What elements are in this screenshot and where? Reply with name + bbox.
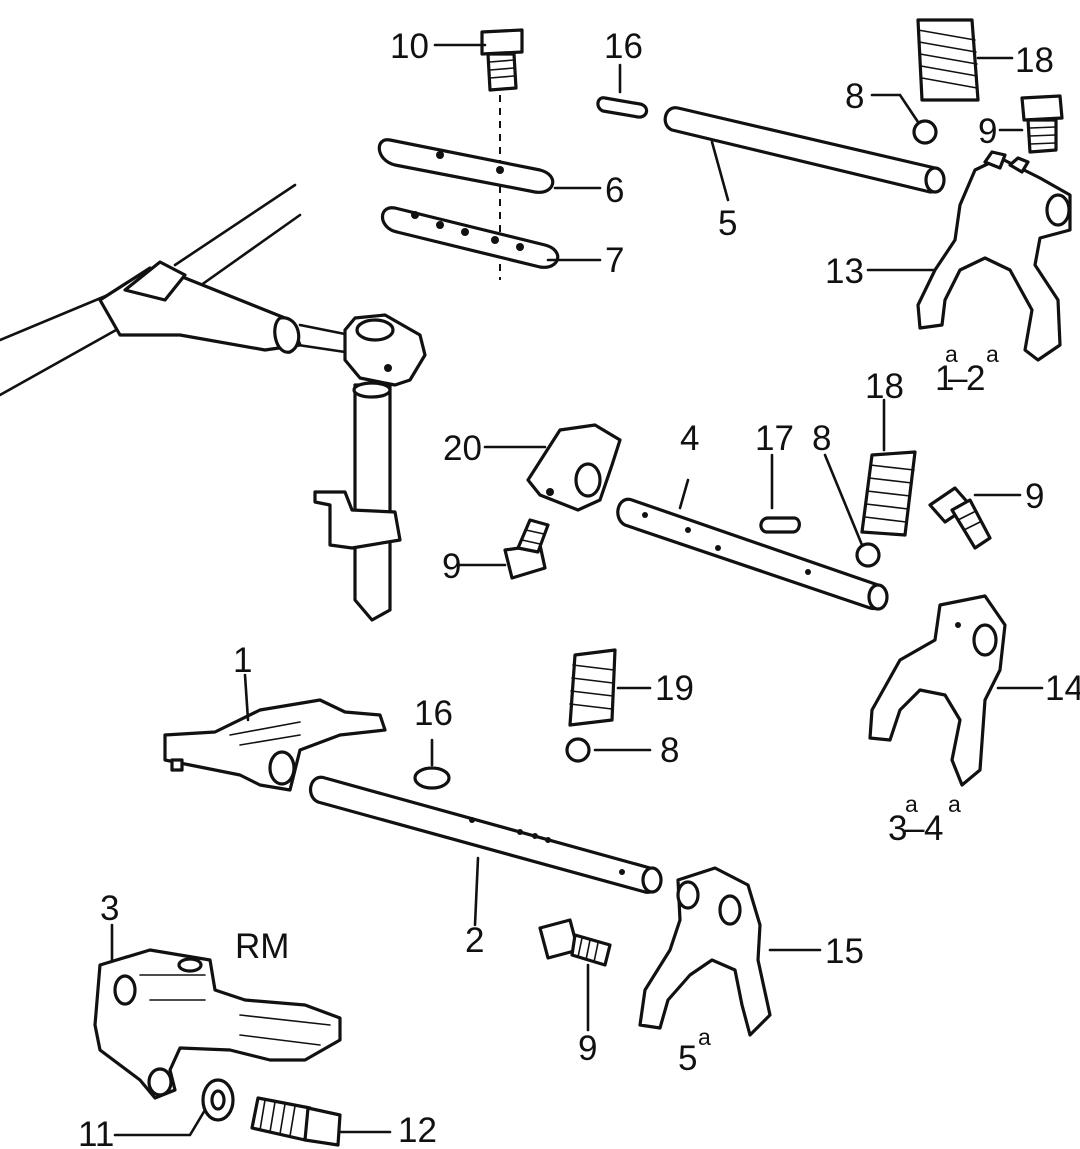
fork-1 — [163, 698, 387, 792]
gear-label-3-4-ord-1: a — [905, 791, 918, 817]
spring-18-middle — [860, 450, 917, 537]
callout-14: 14 — [1045, 669, 1080, 708]
callout-2: 2 — [465, 921, 484, 960]
gear-label-1-2-dash: – — [948, 359, 968, 398]
callout-16-top: 16 — [604, 27, 643, 66]
callout-12: 12 — [398, 1111, 437, 1149]
bolt-12 — [250, 1096, 342, 1147]
callout-6: 6 — [605, 171, 624, 210]
selector-linkage — [0, 183, 427, 622]
callout-16-bottom: 16 — [414, 694, 453, 733]
callout-8-top: 8 — [845, 77, 864, 116]
callouts: 10 16 18 8 9 6 5 7 13 1 a – 2 a 18 20 4 … — [78, 27, 1080, 1149]
bolt-9-bottom — [538, 918, 612, 967]
gear-label-1-2-first: 1 — [935, 359, 954, 398]
fork-13 — [916, 150, 1072, 362]
rod-5 — [663, 106, 946, 194]
callout-18-middle: 18 — [865, 367, 904, 406]
spring-19 — [568, 648, 617, 727]
bolt-9-middle-left — [503, 518, 550, 580]
callout-13: 13 — [825, 252, 864, 291]
gear-label-1-2-ord-1: a — [945, 341, 958, 367]
callout-8-bottom: 8 — [660, 731, 679, 770]
callout-3: 3 — [100, 889, 119, 928]
gear-label-3-4-ord-2: a — [948, 791, 961, 817]
ball-8-top — [912, 119, 938, 145]
callout-7: 7 — [605, 241, 624, 280]
callout-18-top: 18 — [1015, 41, 1054, 80]
ball-8-bottom — [565, 737, 591, 763]
bolt-9-top-right — [1020, 94, 1064, 154]
callout-19: 19 — [655, 669, 694, 708]
pin-16-top — [596, 96, 649, 119]
bolt-10 — [480, 28, 524, 280]
gear-label-3-4-first: 3 — [888, 809, 907, 848]
gear-label-5: 5 — [678, 1039, 697, 1078]
callout-8-middle: 8 — [812, 419, 831, 458]
callout-9-top-right: 9 — [978, 112, 997, 151]
callout-11: 11 — [78, 1115, 114, 1149]
spring-18-top — [916, 18, 980, 102]
gear-label-3-4-dash: – — [905, 809, 925, 848]
callout-1: 1 — [233, 641, 252, 680]
leader-lines — [110, 43, 1044, 1137]
gear-label-5-ord: a — [698, 1024, 711, 1050]
fork-14 — [868, 594, 1007, 787]
rod-2 — [308, 775, 663, 894]
block-20 — [526, 423, 622, 512]
plate-6 — [377, 138, 555, 194]
callout-20: 20 — [443, 429, 482, 468]
callout-15: 15 — [825, 932, 864, 971]
ring-16-bottom — [413, 766, 451, 790]
callout-9-middle-right: 9 — [1025, 477, 1044, 516]
callout-17: 17 — [755, 419, 794, 458]
fork-15 — [638, 866, 772, 1037]
plate-7 — [380, 206, 560, 269]
gear-label-1-2-ord-2: a — [986, 341, 999, 367]
callout-9-bottom: 9 — [578, 1029, 597, 1068]
selector-3 — [93, 948, 342, 1100]
rod-4 — [616, 497, 889, 611]
rm-label: RM — [235, 927, 289, 966]
callout-5: 5 — [718, 204, 737, 243]
washer-11-hole — [210, 1089, 226, 1111]
bolt-9-middle-right — [928, 486, 992, 550]
callout-10: 10 — [390, 27, 429, 66]
callout-9-middle-left: 9 — [442, 547, 461, 586]
ball-8-middle — [855, 542, 881, 568]
gear-label-1-2-second: 2 — [966, 359, 985, 398]
pin-17 — [759, 516, 801, 534]
gear-label-3-4-second: 4 — [924, 809, 943, 848]
callout-4: 4 — [680, 419, 699, 458]
